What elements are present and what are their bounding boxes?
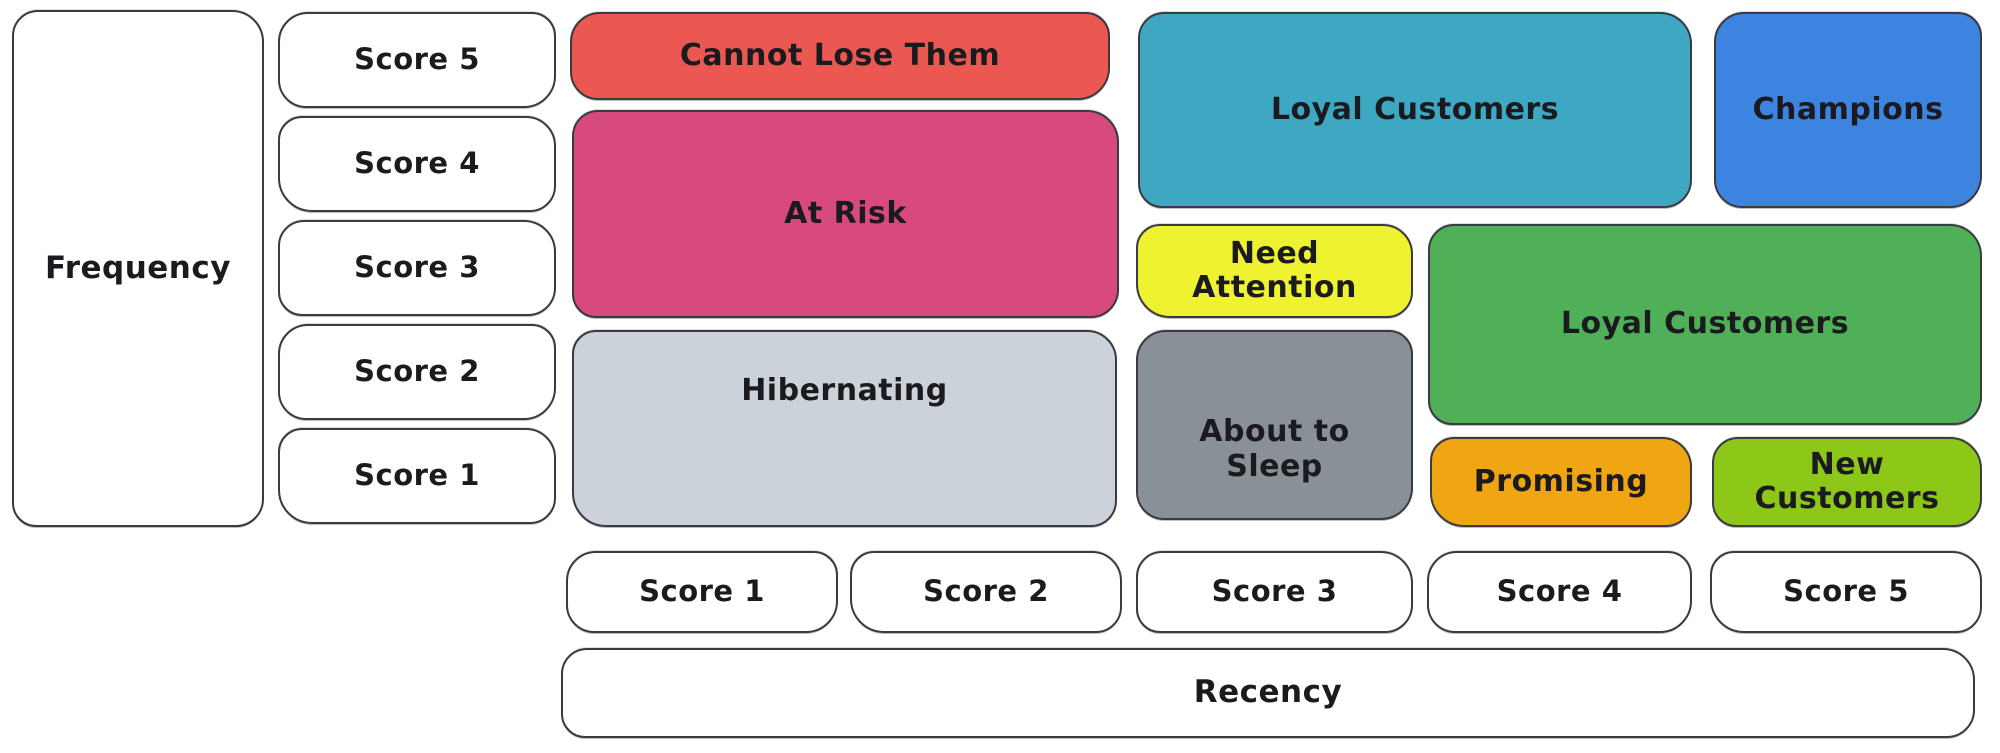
recency-score-4-label: Score 4: [1496, 574, 1623, 609]
recency-score-2-label: Score 2: [923, 574, 1049, 609]
recency-score-3-label: Score 3: [1211, 574, 1338, 609]
frequency-score-5-label: Score 5: [354, 42, 480, 77]
recency-score-1-box: Score 1: [566, 551, 838, 633]
recency-score-3-box: Score 3: [1136, 551, 1413, 633]
segment-about-to-sleep-label: About to Sleep: [1199, 414, 1350, 484]
segment-new-customers: New Customers: [1712, 437, 1982, 527]
segment-need-attention-label: Need Attention: [1192, 235, 1357, 305]
recency-score-5-label: Score 5: [1783, 574, 1909, 609]
segment-loyal-customers-top: Loyal Customers: [1138, 12, 1692, 208]
recency-axis-box: Recency: [561, 648, 1975, 738]
frequency-score-4-label: Score 4: [354, 146, 480, 181]
segment-loyal-customers-mid-label: Loyal Customers: [1560, 306, 1850, 342]
recency-axis-label: Recency: [1193, 674, 1343, 711]
recency-score-1-label: Score 1: [639, 574, 765, 609]
segment-promising-label: Promising: [1473, 463, 1649, 499]
segment-promising: Promising: [1430, 437, 1692, 527]
segment-cannot-lose-them: Cannot Lose Them: [570, 12, 1110, 100]
frequency-score-1-label: Score 1: [354, 458, 480, 493]
segment-champions-label: Champions: [1752, 91, 1944, 127]
segment-new-customers-label: New Customers: [1754, 446, 1940, 516]
recency-score-4-box: Score 4: [1427, 551, 1692, 633]
segment-loyal-customers-mid: Loyal Customers: [1428, 224, 1982, 425]
frequency-score-2-box: Score 2: [278, 324, 556, 420]
frequency-axis-label: Frequency: [45, 249, 231, 286]
frequency-score-1-box: Score 1: [278, 428, 556, 524]
frequency-score-2-label: Score 2: [354, 354, 480, 389]
segment-need-attention: Need Attention: [1136, 224, 1413, 318]
frequency-score-4-box: Score 4: [278, 116, 556, 212]
segment-cannot-lose-them-label: Cannot Lose Them: [679, 37, 1001, 73]
frequency-score-3-box: Score 3: [278, 220, 556, 316]
segment-at-risk: At Risk: [572, 110, 1119, 318]
segment-hibernating: Hibernating: [572, 330, 1117, 527]
segment-at-risk-label: At Risk: [784, 195, 907, 231]
frequency-score-3-label: Score 3: [354, 250, 480, 285]
recency-score-2-box: Score 2: [850, 551, 1122, 633]
segment-hibernating-label: Hibernating: [741, 373, 948, 408]
frequency-axis-box: Frequency: [12, 10, 264, 527]
frequency-score-5-box: Score 5: [278, 12, 556, 108]
segment-about-to-sleep: About to Sleep: [1136, 330, 1413, 520]
recency-score-5-box: Score 5: [1710, 551, 1982, 633]
segment-champions: Champions: [1714, 12, 1982, 208]
segment-loyal-customers-top-label: Loyal Customers: [1270, 91, 1560, 127]
